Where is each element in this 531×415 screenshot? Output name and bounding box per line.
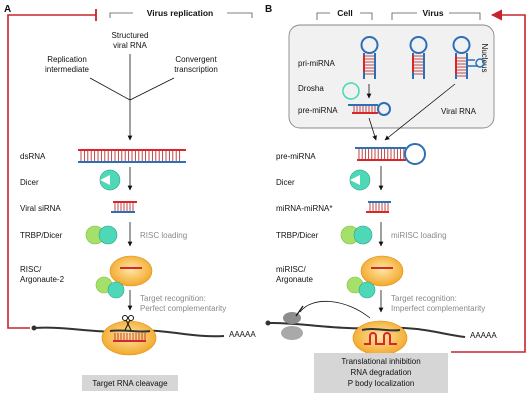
panel-b-letter: B	[265, 4, 272, 15]
polya-a: AAAAA	[229, 330, 256, 339]
argonaute2-shape	[109, 255, 153, 287]
base-pair-ticks-a	[114, 333, 146, 340]
label-convergent-1: Convergent	[175, 55, 217, 64]
label-viral-rna: Viral RNA	[441, 107, 477, 116]
label-mirisc-2: Argonaute	[276, 275, 313, 284]
label-risc-1: RISC/	[20, 265, 42, 274]
pri-mirna-hairpin	[360, 36, 379, 79]
imperfect-guide-b	[364, 332, 397, 345]
scissors-icon	[122, 315, 134, 331]
cell-bracket-right	[360, 12, 373, 20]
viral-rna-hairpin	[452, 36, 485, 79]
mrna-through-risc-a	[109, 329, 151, 333]
result-text-a: Target RNA cleavage	[92, 379, 168, 388]
converge-line-left	[89, 77, 131, 101]
feedback-arrow-b	[451, 9, 526, 353]
label-structured-2: viral RNA	[113, 41, 147, 50]
mrna-cap-a	[31, 325, 37, 331]
label-replication-2: intermediate	[45, 65, 90, 74]
dicer-notch-b	[350, 175, 360, 185]
label-risc-2: Argonaute-2	[20, 275, 65, 284]
label-structured-1: Structured	[112, 31, 149, 40]
result-box-a	[82, 375, 178, 391]
header-bracket-right-a	[227, 12, 253, 18]
label-trbp-b: TRBP/Dicer	[276, 231, 319, 240]
virus-bracket-left	[391, 12, 417, 20]
label-dicer-b: Dicer	[276, 178, 295, 187]
argonaute-shape-b	[360, 255, 404, 287]
drosha-notch	[343, 87, 351, 95]
dicer-shape-trbp-b	[353, 225, 373, 245]
label-target-a-1: Target recognition:	[140, 294, 206, 303]
label-drosha: Drosha	[298, 84, 324, 93]
label-nucleus: Nucleus	[480, 44, 489, 73]
pre-mirna-hairpin	[355, 143, 426, 165]
dicer-notch-a	[100, 175, 110, 185]
dicer-shape-mirisc	[358, 281, 376, 299]
mrna-through-risc-b	[361, 328, 401, 332]
label-target-b-1: Target recognition:	[391, 294, 457, 303]
sirna-duplex	[111, 201, 137, 213]
polya-b: AAAAA	[470, 331, 497, 340]
label-mirna-duplex: miRNA-miRNA*	[276, 204, 332, 213]
label-risc-loading: RISC loading	[140, 231, 187, 240]
label-sirna: Viral siRNA	[20, 204, 61, 213]
panel-a-letter: A	[4, 4, 11, 15]
label-convergent-2: transcription	[174, 65, 218, 74]
virus-bracket-right	[449, 12, 481, 20]
header-cell: Cell	[337, 8, 353, 18]
nucleus-box	[288, 24, 495, 129]
inhibition-bar-b	[295, 305, 304, 317]
arrow-export-cell	[368, 117, 377, 141]
ribosome-icon	[281, 312, 303, 340]
result-text-b-2: RNA degradation	[351, 368, 412, 377]
label-trbp-a: TRBP/Dicer	[20, 231, 63, 240]
header-bracket-left-a	[109, 12, 133, 18]
mrna-cap-b	[265, 320, 271, 326]
label-dicer-a: Dicer	[20, 178, 39, 187]
label-dsrna: dsRNA	[20, 152, 46, 161]
label-target-a-2: Perfect complementarity	[140, 304, 226, 313]
pre-mirna-nucleus	[348, 102, 391, 116]
label-pri-mirna: pri-miRNA	[298, 59, 336, 68]
dicer-shape-risc-a	[107, 281, 125, 299]
drosha-shape	[342, 82, 360, 100]
result-box-b	[314, 353, 448, 393]
label-pre-mirna-nucleus: pre-miRNA	[298, 106, 338, 115]
inhibition-curve-b	[299, 301, 371, 319]
result-text-b-3: P body localization	[348, 379, 415, 388]
converge-line-right	[129, 77, 175, 101]
feedback-inhibition-line-a	[7, 14, 96, 329]
dsrna-duplex	[78, 149, 186, 163]
dicer-shape-trbp-a	[98, 225, 118, 245]
arrow-export-viral	[384, 83, 456, 141]
viral-pri-mirna-hairpin	[409, 36, 428, 79]
label-pre-mirna: pre-miRNA	[276, 152, 316, 161]
header-virus: Virus	[422, 8, 443, 18]
mirna-duplex	[366, 201, 391, 213]
result-text-b-1: Translational inhibition	[341, 357, 420, 366]
label-target-b-2: Imperfect complementarity	[391, 304, 485, 313]
header-virus-replication: Virus replication	[147, 8, 213, 18]
cell-bracket-left	[316, 12, 330, 20]
label-replication-1: Replication	[47, 55, 87, 64]
argonaute-bound-shape-b	[352, 320, 408, 356]
label-mirisc-loading: miRISC loading	[391, 231, 447, 240]
label-mirisc-1: miRISC/	[276, 265, 307, 274]
